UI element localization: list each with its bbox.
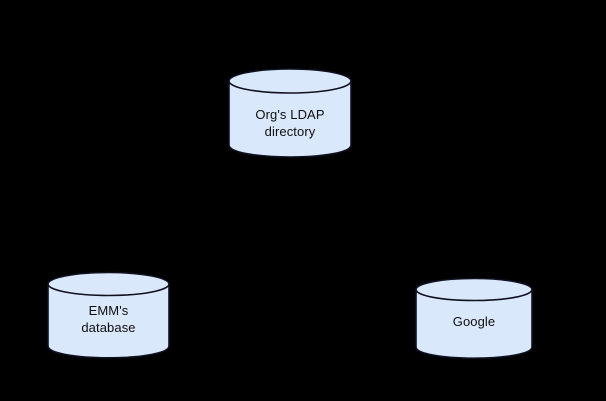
cylinder-node-emm[interactable]: EMM's database	[47, 271, 170, 359]
cylinder-shape	[415, 277, 533, 359]
cylinder-node-ldap[interactable]: Org's LDAP directory	[228, 68, 352, 158]
cylinder-shape	[47, 271, 170, 359]
cylinder-node-google[interactable]: Google	[415, 277, 533, 359]
cylinder-shape	[228, 68, 352, 158]
